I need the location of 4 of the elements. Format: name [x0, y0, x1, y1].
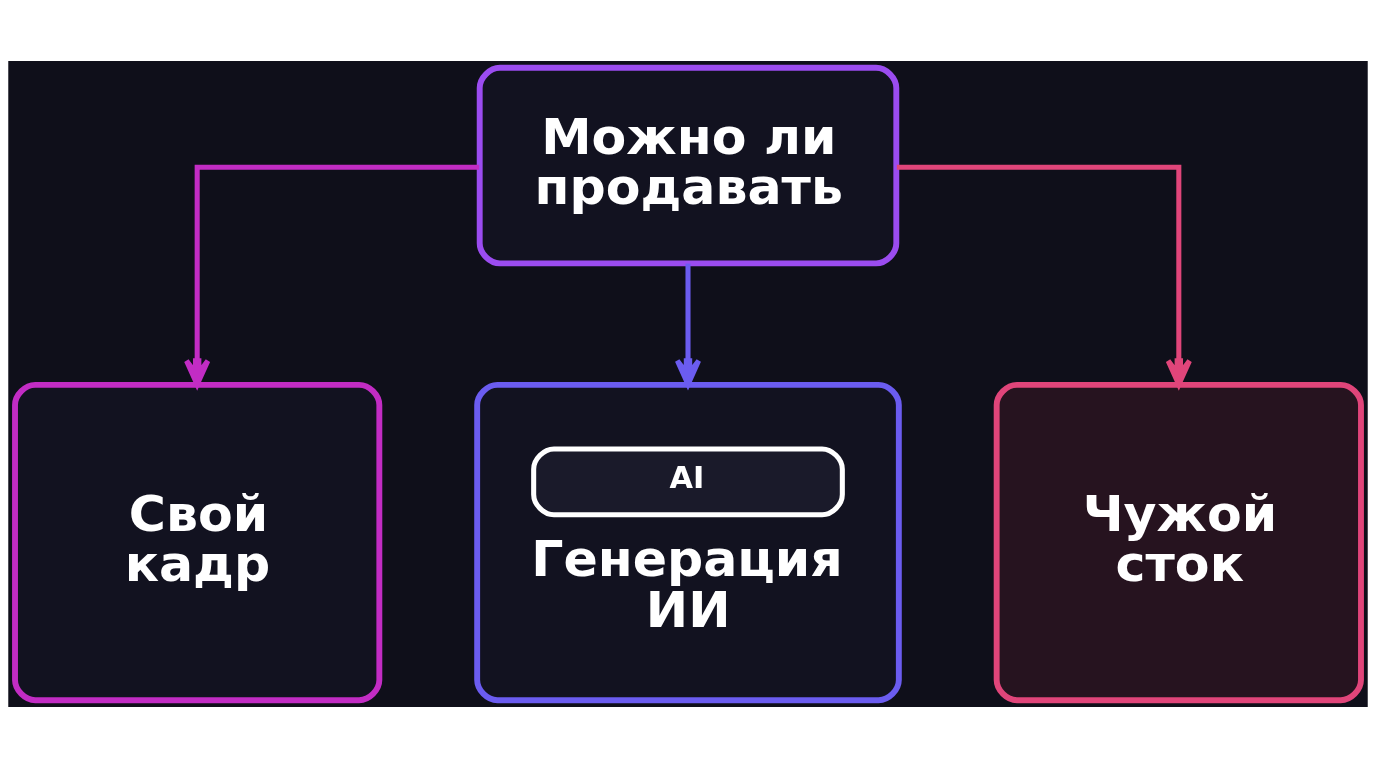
- node-box: AI Генерация ИИ: [474, 381, 902, 704]
- node-box: Можно ли продавать: [476, 64, 900, 267]
- node-box: Свой кадр: [12, 381, 383, 704]
- node-box: Чужой сток: [993, 381, 1364, 704]
